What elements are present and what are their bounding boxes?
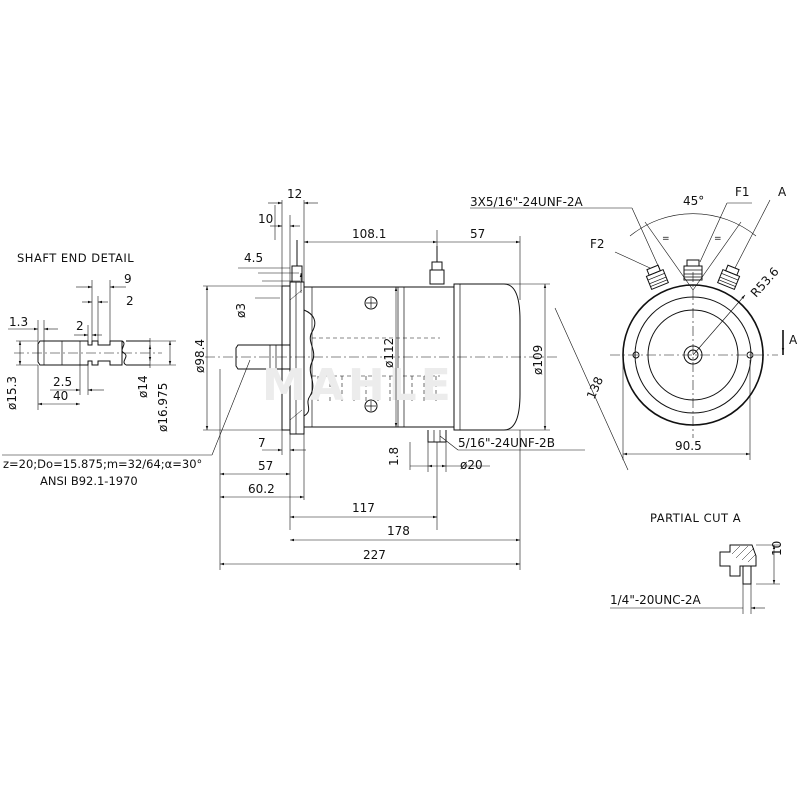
label-F2: F2 (590, 237, 605, 251)
dim-dia-112: ø112 (382, 338, 396, 368)
gear-spec: z=20;Do=15.875;m=32/64;α=30° (3, 457, 202, 471)
dim-dia-16-975: ø16.975 (156, 383, 170, 432)
section-mark: A (789, 333, 798, 347)
svg-text:=: = (662, 234, 670, 244)
dim-dia-15-3: ø15.3 (5, 376, 19, 410)
dim-117: 117 (352, 501, 375, 515)
dim-108-1: 108.1 (352, 227, 386, 241)
thread-bottom: 5/16"-24UNF-2B (458, 436, 555, 450)
angle-label: 45° (683, 194, 704, 208)
svg-text:=: = (714, 234, 722, 244)
cut-thread: 1/4"-20UNC-2A (610, 593, 702, 607)
watermark: MAHLE (262, 360, 455, 411)
dim-178: 178 (387, 524, 410, 538)
dim-2-mid: 2 (76, 319, 84, 333)
end-thread-label: 3X5/16"-24UNF-2A (470, 195, 584, 209)
dim-60-2: 60.2 (248, 482, 275, 496)
dim-57: 57 (258, 459, 273, 473)
gear-std: ANSI B92.1-1970 (40, 474, 138, 488)
dim-9: 9 (124, 272, 132, 286)
label-F1: F1 (735, 185, 750, 199)
dim-12: 12 (287, 187, 302, 201)
label-A: A (778, 185, 787, 199)
dim-2-5: 2.5 (53, 375, 72, 389)
shaft-end-detail: SHAFT END DETAIL 9 2 1.3 2 (5, 251, 176, 432)
dim-dia-109: ø109 (531, 345, 545, 375)
dim-10-cut: 10 (770, 541, 784, 556)
dim-dia-20: ø20 (460, 458, 483, 472)
dim-40: 40 (53, 389, 68, 403)
dim-1-3: 1.3 (9, 315, 28, 329)
dim-227: 227 (363, 548, 386, 562)
dim-dia-98-4: ø98.4 (193, 339, 207, 373)
dim-dia-14: ø14 (136, 375, 150, 398)
side-view: MAHLE 12 10 108.1 57 4.5 ø3 ø98.4 ø112 (2, 187, 585, 570)
dim-1-8: 1.8 (387, 447, 401, 466)
dim-10: 10 (258, 212, 273, 226)
dim-7: 7 (258, 436, 266, 450)
dim-2-top: 2 (126, 294, 134, 308)
partial-cut-title: PARTIAL CUT A (650, 511, 741, 525)
radius-label: R53.6 (748, 265, 782, 300)
dim-dia-3: ø3 (234, 303, 248, 318)
dim-90-5: 90.5 (675, 439, 702, 453)
dim-4-5: 4.5 (244, 251, 263, 265)
shaft-detail-title: SHAFT END DETAIL (17, 251, 134, 265)
dim-57-top: 57 (470, 227, 485, 241)
partial-cut-a: PARTIAL CUT A 10 1/4"-20UNC-2A (610, 511, 784, 614)
end-view: 45° = = 3X5/16"-24UNF-2A F1 A F2 R53.6 1… (470, 185, 798, 471)
dim-138: 138 (584, 375, 606, 402)
